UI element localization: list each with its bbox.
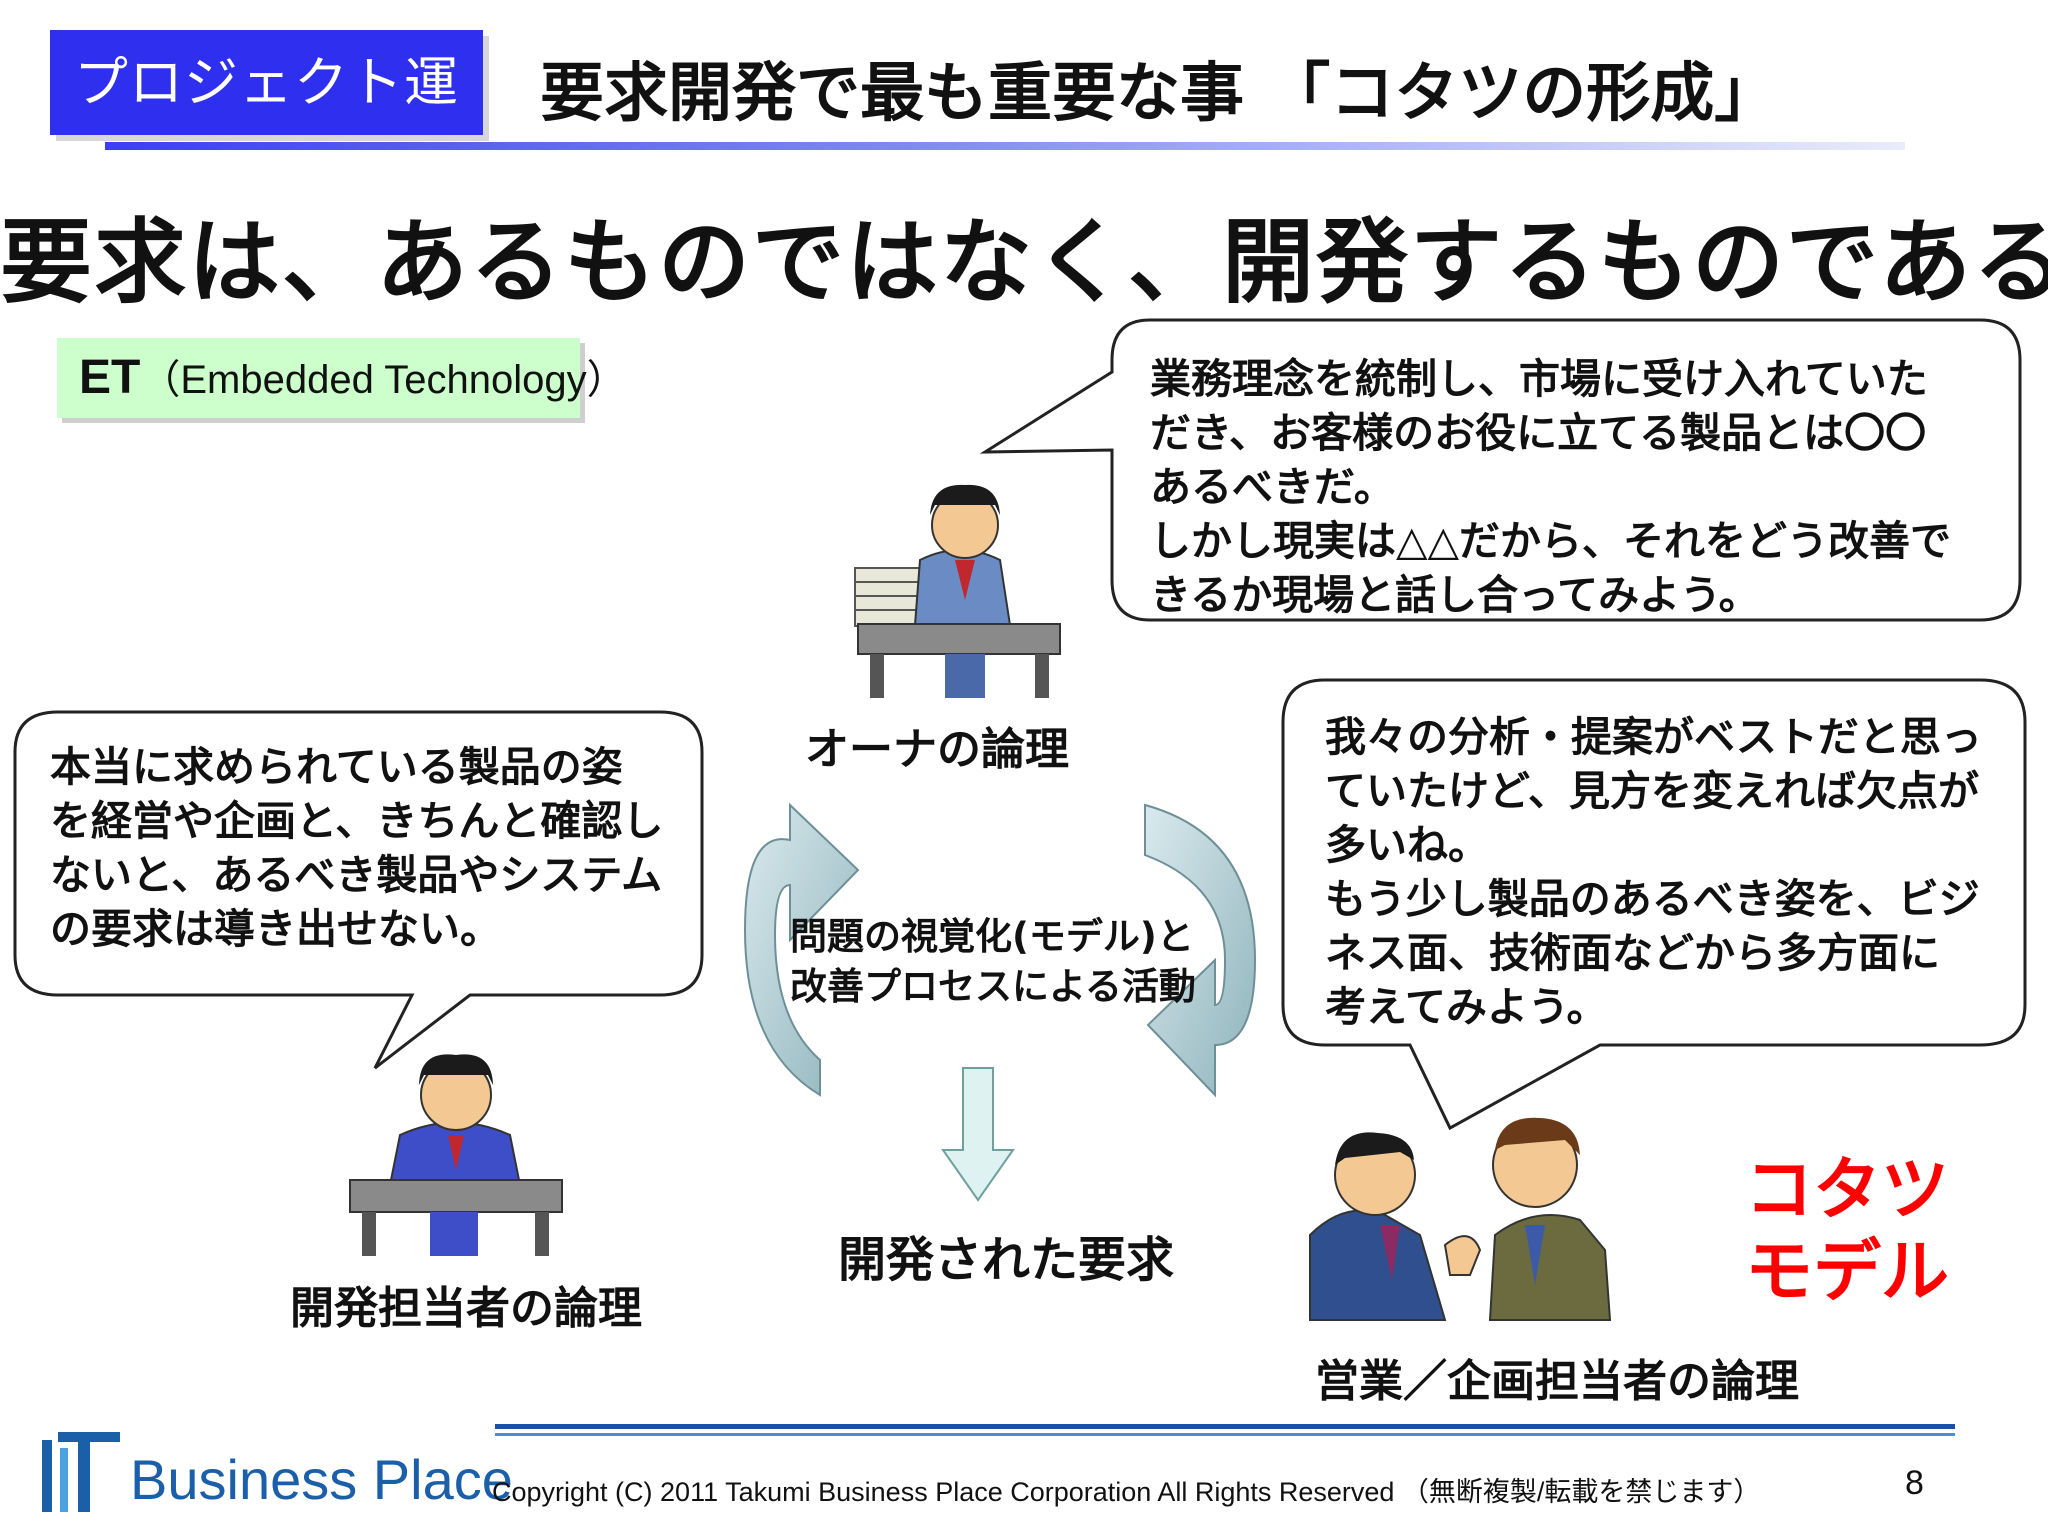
developer-speech-line: を経営や企画と、きちんと確認し	[50, 797, 664, 845]
sales-speech-line: ていたけど、見方を変えれば欠点が	[1325, 767, 1979, 815]
result-label: 開発された要求	[838, 1232, 1175, 1288]
sales-speech-line: ネス面、技術面などから多方面に	[1325, 929, 1940, 977]
owner-speech-line: あるべきだ。	[1150, 463, 1395, 511]
owner-speech-line: しかし現実は△△だから、それをどう改善で	[1150, 517, 1952, 565]
page-number: 8	[1905, 1464, 1924, 1502]
sales-speech-line: 考えてみよう。	[1325, 983, 1608, 1031]
sales-speech-text: 我々の分析・提案がベストだと思っ ていたけど、見方を変えれば欠点が 多いね。 も…	[1325, 710, 1982, 1034]
developer-label: 開発担当者の論理	[290, 1283, 642, 1334]
sales-speech-line: もう少し製品のあるべき姿を、ビジ	[1325, 875, 1980, 923]
owner-speech-line: 業務理念を統制し、市場に受け入れていた	[1150, 355, 1928, 403]
section-tag: プロジェクト運営	[50, 30, 483, 219]
cycle-center-line: 改善プロセスによる活動	[790, 965, 1196, 1008]
developer-speech-bubble	[13, 710, 704, 1070]
cycle-center-text: 問題の視覚化(モデル)と 改善プロセスによる活動	[790, 912, 1196, 1012]
cycle-center-line: 問題の視覚化(モデル)と	[790, 915, 1194, 958]
sales-speech-bubble	[1281, 678, 2027, 1131]
sales-label: 営業／企画担当者の論理	[1315, 1356, 1799, 1407]
owner-label: オーナの論理	[805, 724, 1069, 775]
sales-speech-line: 多いね。	[1325, 821, 1489, 869]
copyright-notice: Copyright (C) 2011 Takumi Business Place…	[492, 1477, 1761, 1507]
owner-speech-bubble	[979, 318, 2022, 622]
slide-title: 要求開発で最も重要な事 「コタツの形成」	[540, 57, 1779, 131]
company-logo-text: Business Place	[130, 1448, 513, 1511]
owner-figure	[854, 484, 1061, 698]
et-label: ET（Embedded Technology）	[57, 338, 627, 418]
kotatsu-line: コタツ	[1745, 1151, 1950, 1230]
developer-speech-line: ないと、あるべき製品やシステム	[50, 851, 663, 899]
cycle-arrow-left	[743, 802, 860, 1097]
developer-speech-line: 本当に求められている製品の姿	[50, 743, 623, 791]
cycle-arrow-right	[1144, 803, 1257, 1098]
kotatsu-model-label: コタツ モデル	[1745, 1150, 1949, 1314]
developer-speech-text: 本当に求められている製品の姿 を経営や企画と、きちんと確認し ないと、あるべき製…	[50, 740, 663, 956]
footer-divider	[495, 1424, 1955, 1429]
headline: 要求は、あるものではなく、開発するものである	[0, 209, 2048, 316]
company-logo-icon	[42, 1432, 120, 1512]
header-divider	[105, 142, 1905, 150]
sales-planning-figures	[1309, 1117, 1612, 1321]
sales-speech-line: 我々の分析・提案がベストだと思っ	[1325, 713, 1982, 761]
owner-speech-text: 業務理念を統制し、市場に受け入れていた だき、お客様のお役に立てる製品とは〇〇 …	[1150, 352, 1951, 622]
footer-divider-light	[495, 1433, 1955, 1436]
owner-speech-line: きるか現場と話し合ってみよう。	[1150, 571, 1760, 619]
developer-figure	[349, 1054, 563, 1256]
result-arrow-down	[941, 1067, 1015, 1202]
kotatsu-line: モデル	[1745, 1233, 1950, 1312]
et-abbr: ET	[79, 351, 141, 404]
owner-speech-line: だき、お客様のお役に立てる製品とは〇〇	[1150, 409, 1927, 457]
et-full: （Embedded Technology）	[140, 358, 627, 402]
developer-speech-line: の要求は導き出せない。	[50, 905, 501, 953]
